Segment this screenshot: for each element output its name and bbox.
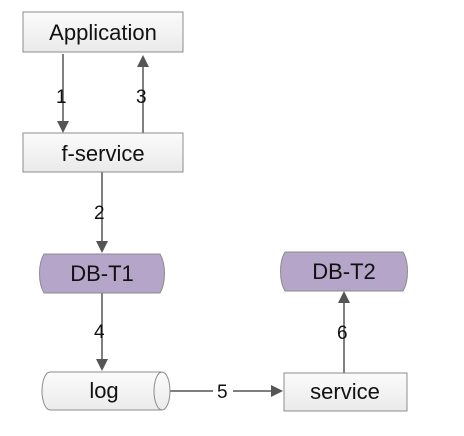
edge-6: 6: [337, 291, 350, 373]
edge-6-label: 6: [337, 323, 348, 344]
arrow-4-head: [96, 359, 108, 371]
arrow-3-head: [137, 55, 149, 67]
application-label: Application: [49, 20, 157, 45]
arrow-2-head: [96, 241, 108, 253]
log-cylinder-end: [153, 371, 163, 411]
service-label: service: [310, 379, 380, 404]
edge-5: 5: [170, 380, 283, 403]
node-service: service: [283, 372, 408, 412]
edge-1-label: 1: [56, 87, 67, 108]
edge-3-label: 3: [136, 87, 147, 108]
edge-2-label: 2: [94, 203, 105, 224]
log-label: log: [89, 378, 118, 403]
node-db-t2: DB-T2: [280, 251, 408, 292]
arrow-5-head: [271, 385, 283, 397]
node-application: Application: [22, 11, 184, 53]
edge-4: 4: [94, 293, 108, 371]
edge-2: 2: [94, 172, 108, 253]
node-f-service: f-service: [22, 132, 184, 173]
edge-5-label: 5: [217, 382, 228, 403]
db-t2-label: DB-T2: [312, 259, 376, 284]
node-log: log: [41, 371, 171, 411]
f-service-label: f-service: [61, 141, 144, 166]
node-db-t1: DB-T1: [39, 253, 165, 294]
edge-5-label-bg: [213, 380, 233, 402]
f-service-box: [22, 132, 184, 173]
db-t2-shape: [280, 251, 408, 292]
db-t1-label: DB-T1: [70, 261, 134, 286]
db-t1-shape: [39, 253, 165, 294]
edge-4-label: 4: [94, 322, 105, 343]
edge-3: 3: [136, 55, 149, 133]
arrow-6-head: [338, 291, 350, 303]
edge-1: 1: [56, 54, 69, 133]
arrow-1-head: [57, 121, 69, 133]
service-box: [283, 372, 408, 412]
application-box: [22, 11, 184, 53]
